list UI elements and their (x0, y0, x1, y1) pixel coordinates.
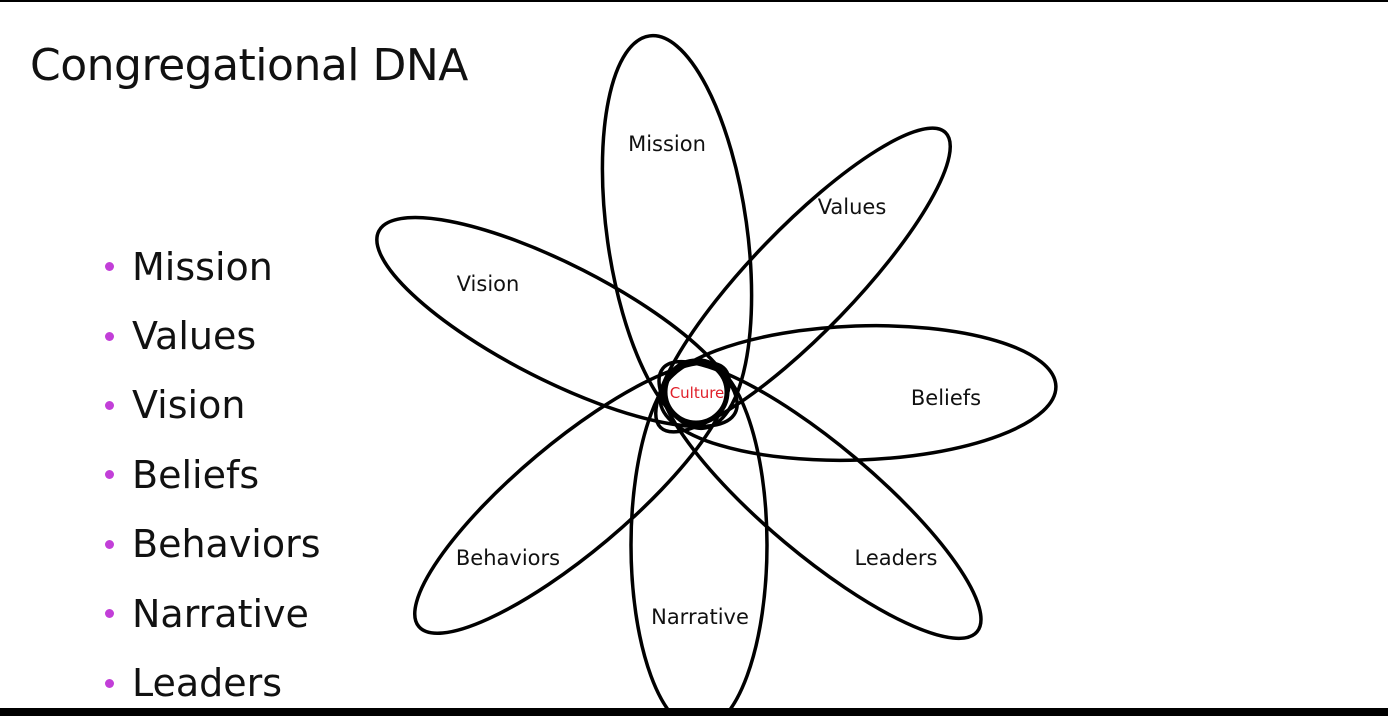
slide-title: Congregational DNA (30, 40, 468, 91)
bullet-text: Values (132, 314, 257, 359)
mission-ellipse (600, 33, 754, 431)
leaders-ellipse (657, 359, 983, 641)
narrative-label: Narrative (651, 605, 749, 629)
bullet-item: Behaviors (105, 510, 321, 579)
values-label: Values (818, 195, 887, 219)
bullet-text: Leaders (132, 661, 283, 706)
bullet-dot-icon (105, 262, 114, 272)
bullet-text: Behaviors (132, 522, 321, 567)
behaviors-label: Behaviors (456, 546, 560, 570)
values-ellipse (654, 126, 952, 434)
bullet-text: Beliefs (132, 452, 260, 497)
bullet-item: Beliefs (105, 440, 321, 509)
mission-label: Mission (628, 132, 706, 156)
bullet-dot-icon (105, 609, 114, 619)
bullet-dot-icon (105, 331, 114, 341)
bottom-bar (0, 708, 1388, 716)
bullet-dot-icon (105, 400, 114, 410)
bullet-dot-icon (105, 678, 114, 688)
narrative-ellipse (629, 358, 769, 716)
bullet-text: Narrative (132, 591, 309, 636)
bullet-item: Vision (105, 371, 321, 440)
bullet-dot-icon (105, 539, 114, 549)
vision-label: Vision (457, 272, 520, 296)
behaviors-ellipse (413, 360, 731, 636)
beliefs-label: Beliefs (911, 386, 981, 410)
bullet-item: Leaders (105, 648, 321, 717)
vision-ellipse (375, 215, 739, 429)
culture-circle (662, 358, 730, 426)
bullet-dot-icon (105, 470, 114, 480)
bullet-item: Values (105, 301, 321, 370)
bullet-text: Mission (132, 244, 273, 289)
top-border (0, 0, 1388, 2)
beliefs-ellipse (658, 323, 1058, 463)
bullet-item: Narrative (105, 579, 321, 648)
bullet-item: Mission (105, 232, 321, 301)
bullet-text: Vision (132, 383, 246, 428)
leaders-label: Leaders (855, 546, 938, 570)
bullet-list: Mission Values Vision Beliefs Behaviors … (105, 232, 321, 718)
culture-label: Culture (670, 384, 725, 402)
